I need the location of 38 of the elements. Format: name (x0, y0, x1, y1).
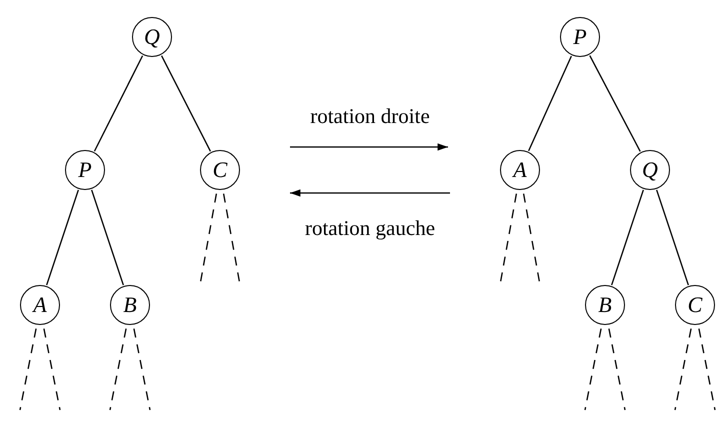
dashed-subtree-line (674, 328, 692, 410)
dashed-subtree-line (133, 328, 151, 410)
tree-edge (91, 190, 124, 286)
tree-edge (94, 55, 144, 152)
tree-edge (589, 55, 641, 152)
tree-node-circle (500, 150, 540, 190)
node-letter: P (78, 157, 92, 183)
tree-edge (611, 190, 644, 286)
dashed-subtree-line (19, 328, 37, 410)
dashed-subtree-line (43, 328, 61, 410)
tree-node-circle (132, 17, 172, 57)
tree-node-circle (560, 17, 600, 57)
node-letter: P (573, 24, 587, 50)
dashed-subtree-line (109, 328, 127, 410)
tree-node-circle (65, 150, 105, 190)
dashed-subtree-line (608, 328, 626, 410)
rotation-label: rotation droite (310, 104, 430, 129)
dashed-subtree-line (698, 328, 716, 410)
node-letter: Q (144, 24, 160, 50)
tree-node-circle (200, 150, 240, 190)
dashed-subtree-line (584, 328, 602, 410)
tree-edge (528, 56, 572, 152)
rotation-label: rotation gauche (304, 216, 436, 241)
tree-edge (160, 55, 212, 152)
tree-edge (46, 190, 79, 286)
tree-node-circle (630, 150, 670, 190)
tree-node-circle (675, 285, 715, 325)
node-letter: C (688, 292, 702, 318)
node-letter: B (123, 292, 137, 318)
node-letter: C (212, 157, 228, 183)
node-letter: Q (642, 157, 658, 183)
tree-node-circle (110, 285, 150, 325)
node-letter: A (513, 157, 527, 183)
node-letter: B (598, 292, 612, 318)
tree-node-circle (20, 285, 60, 325)
tree-edge (656, 190, 689, 286)
tree-node-circle (585, 285, 625, 325)
node-letter: A (33, 292, 47, 318)
